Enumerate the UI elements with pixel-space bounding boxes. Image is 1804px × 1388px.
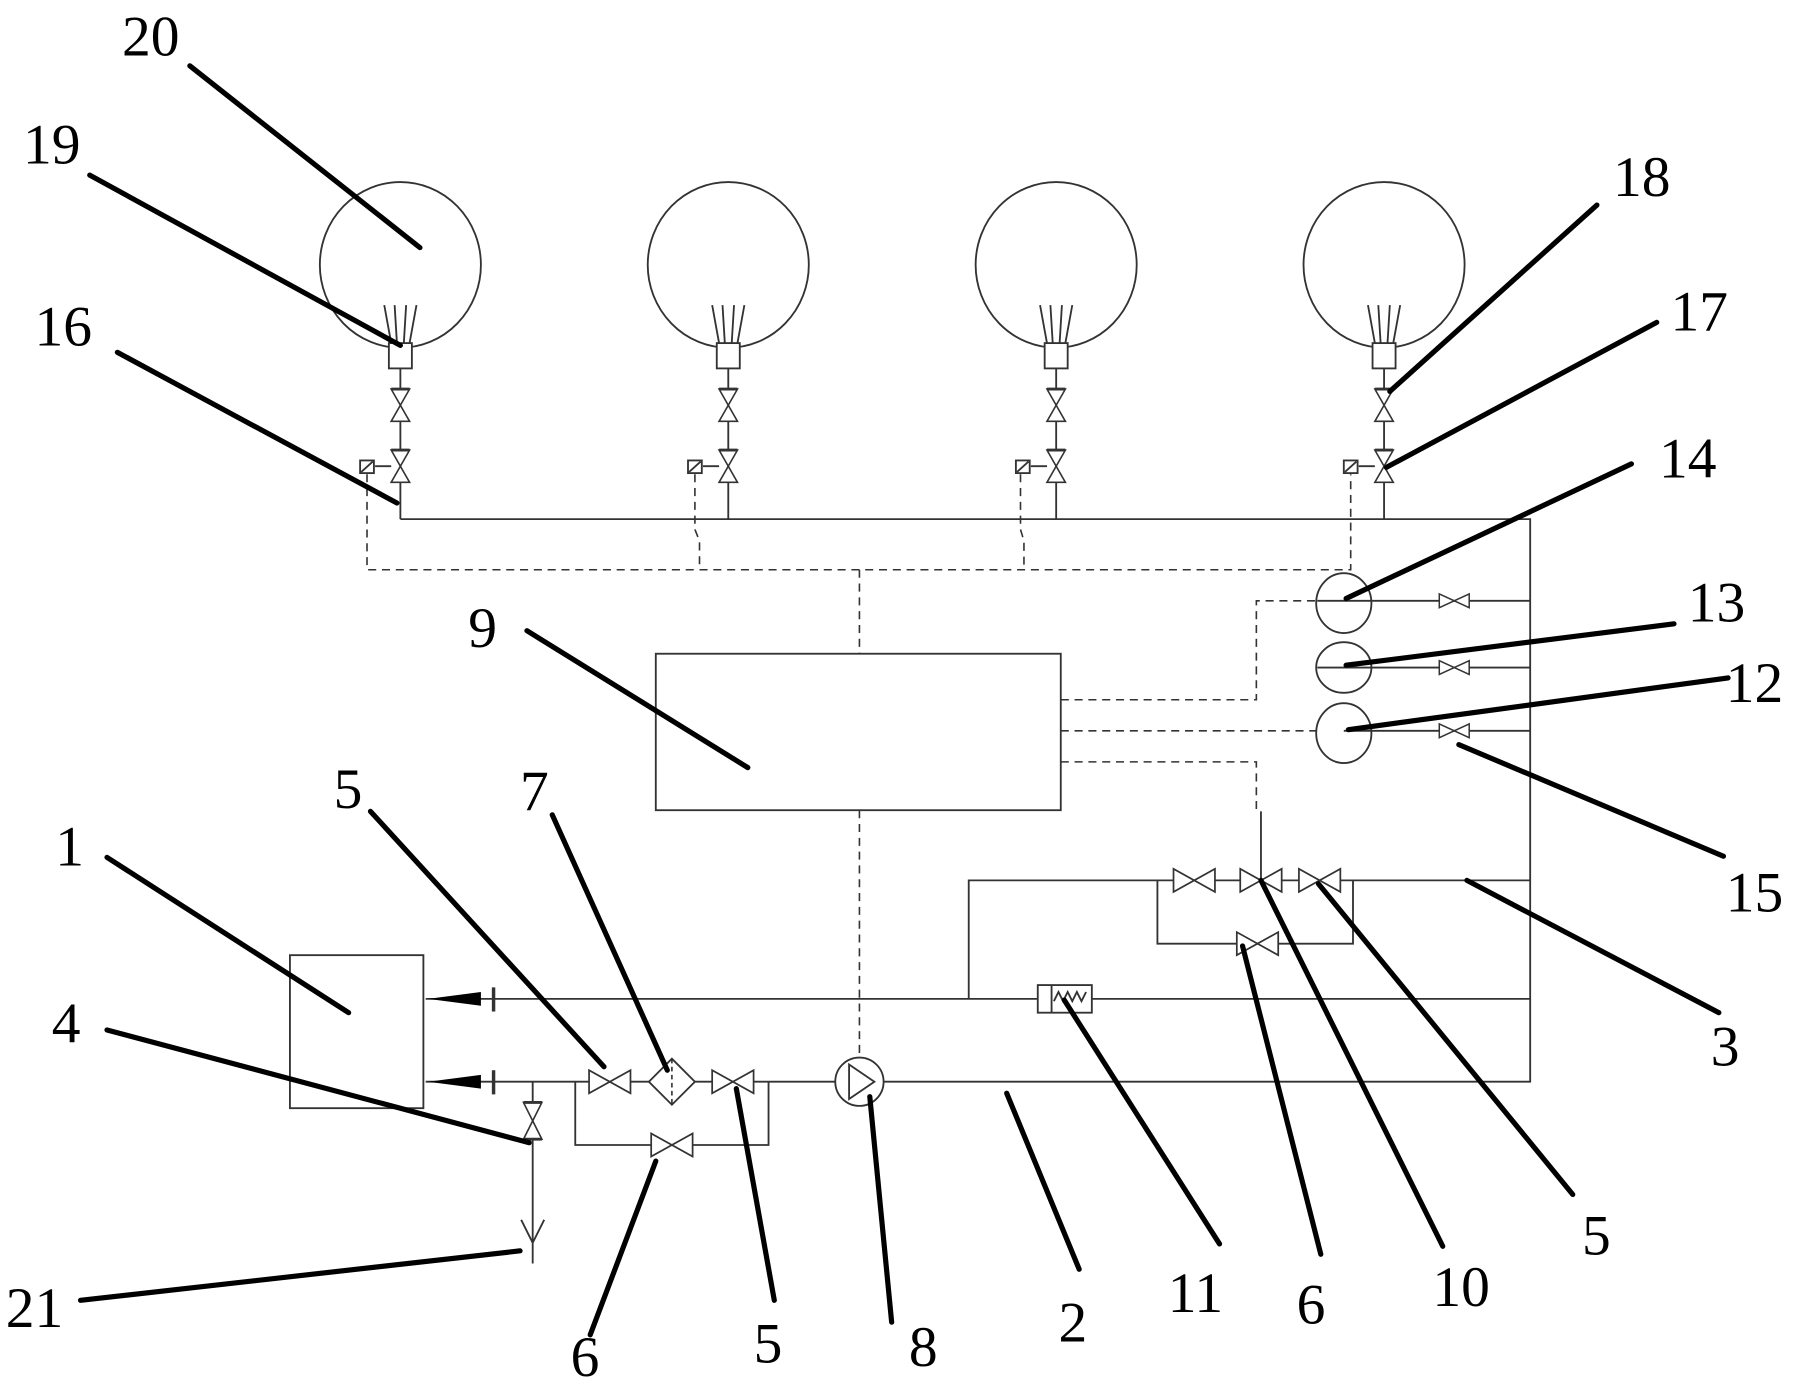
label-12: 12: [1726, 652, 1784, 715]
label-14: 14: [1659, 428, 1717, 491]
part-labels: 20 19 16 18 17 14 13 12 15 9 1 4 21 5 7 …: [6, 5, 1784, 1388]
label-18: 18: [1613, 146, 1671, 209]
label-21: 21: [6, 1277, 64, 1340]
label-2: 2: [1058, 1292, 1087, 1355]
valve: [1172, 868, 1216, 893]
gauge-group: [1315, 572, 1470, 764]
label-16: 16: [35, 295, 93, 358]
label-5-right: 5: [1582, 1204, 1611, 1267]
spherical-tank[interactable]: [318, 181, 482, 520]
return-line-components: [1036, 868, 1342, 1014]
tank-group: [318, 181, 1466, 520]
label-20: 20: [122, 5, 180, 68]
flow-arrows: [427, 987, 496, 1095]
gauge[interactable]: [1315, 641, 1470, 694]
spherical-tank[interactable]: [1302, 181, 1466, 520]
label-9: 9: [468, 597, 497, 660]
spherical-tank[interactable]: [646, 181, 810, 520]
label-6-right: 6: [1297, 1273, 1326, 1336]
leader-lines: [77, 63, 1731, 1338]
label-10: 10: [1432, 1256, 1490, 1319]
spherical-tank[interactable]: [974, 181, 1138, 520]
bypass-valve: [650, 1132, 694, 1158]
label-19: 19: [23, 114, 81, 177]
label-1: 1: [55, 815, 84, 878]
label-3: 3: [1711, 1016, 1740, 1079]
valve: [711, 1069, 755, 1095]
filter[interactable]: [647, 1057, 697, 1107]
label-7: 7: [520, 760, 549, 823]
label-17: 17: [1671, 280, 1729, 343]
label-4: 4: [52, 993, 81, 1056]
drain-valve: [522, 1100, 544, 1141]
label-8: 8: [909, 1316, 938, 1379]
label-5: 5: [334, 758, 363, 821]
label-15: 15: [1726, 861, 1784, 924]
control-signal-lines: [366, 474, 1352, 1059]
gauge[interactable]: [1315, 572, 1470, 634]
label-5-lower: 5: [754, 1312, 783, 1375]
controller-box[interactable]: [654, 652, 1062, 812]
label-11: 11: [1168, 1262, 1223, 1325]
label-6: 6: [571, 1326, 600, 1388]
label-13: 13: [1688, 572, 1746, 635]
pump[interactable]: [834, 1056, 885, 1107]
valve: [588, 1069, 632, 1095]
supply-line-components: [520, 1056, 885, 1264]
gauge[interactable]: [1315, 702, 1470, 764]
